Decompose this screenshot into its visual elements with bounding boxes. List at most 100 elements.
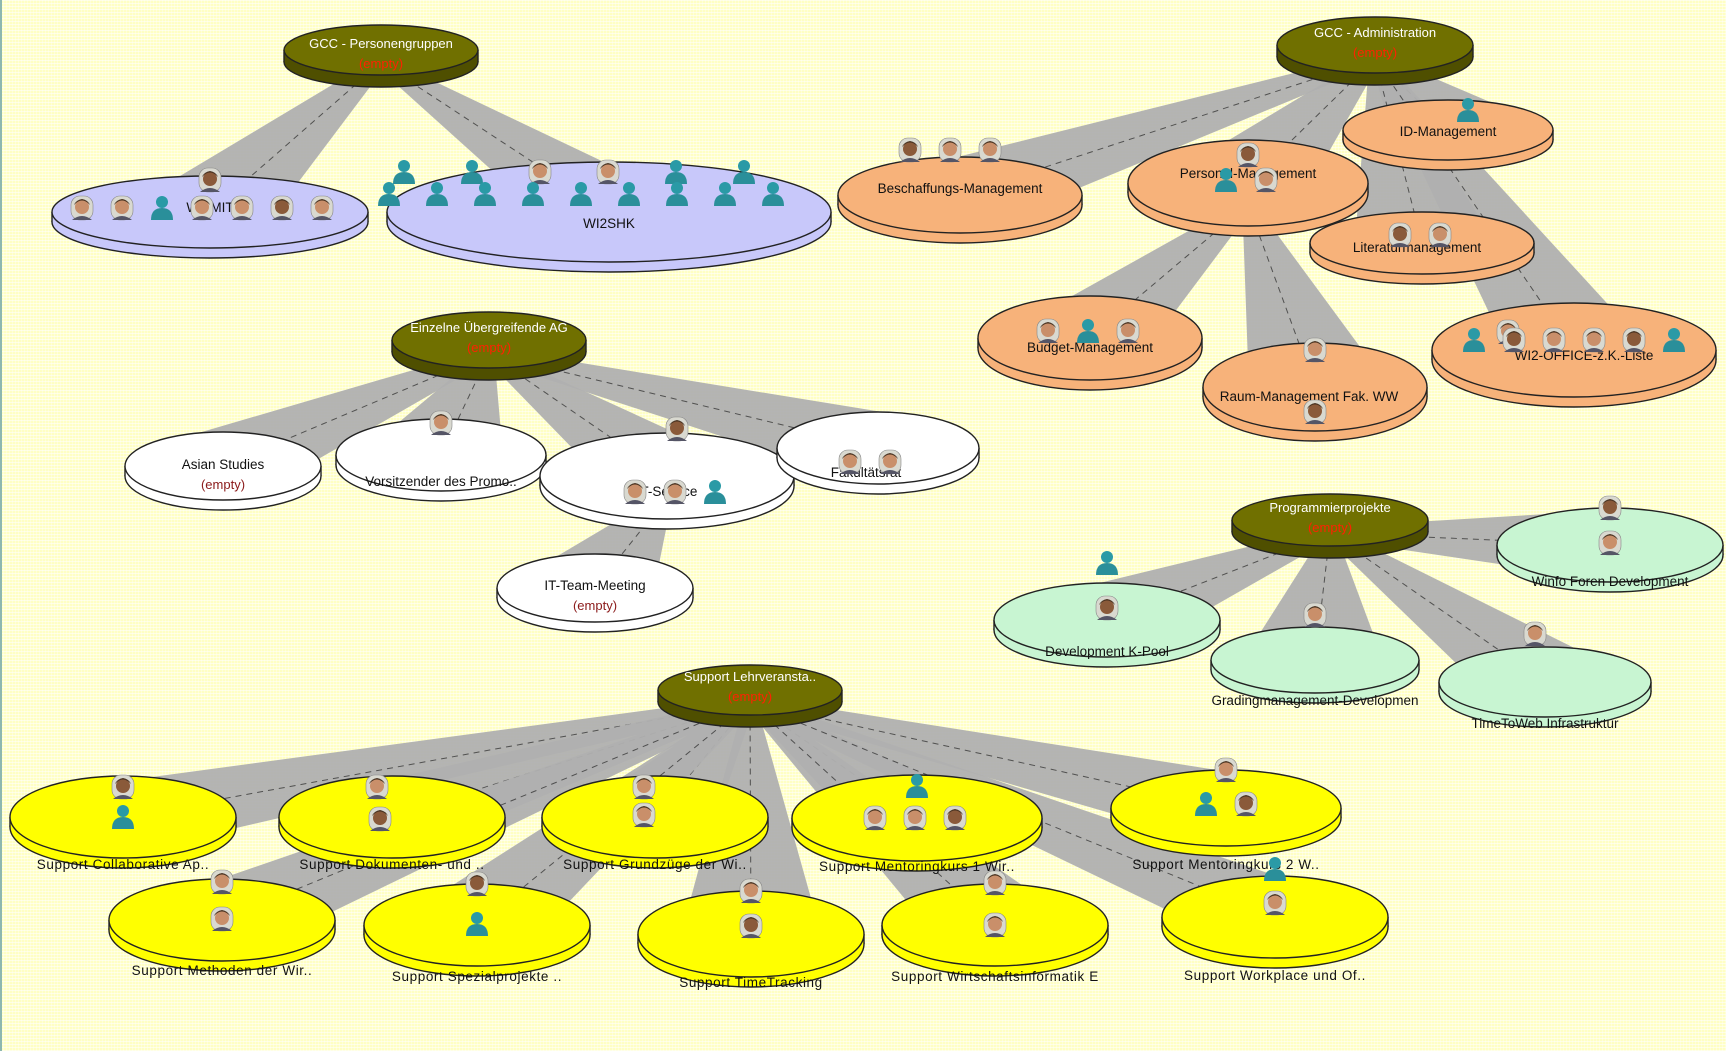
member-avatar-icon[interactable] bbox=[1388, 222, 1412, 248]
node-winfo-foren[interactable]: Winfo Foren Development bbox=[1496, 495, 1724, 593]
member-avatar-icon[interactable] bbox=[1598, 530, 1622, 556]
member-avatar-icon[interactable] bbox=[429, 410, 453, 436]
member-avatar-icon[interactable] bbox=[838, 449, 862, 475]
member-avatar-icon[interactable] bbox=[270, 195, 294, 221]
member-avatar-icon[interactable] bbox=[733, 160, 755, 184]
member-avatar-icon[interactable] bbox=[863, 805, 887, 831]
member-avatar-icon[interactable] bbox=[1215, 168, 1237, 192]
member-avatar-icon[interactable] bbox=[570, 182, 592, 206]
member-avatar-icon[interactable] bbox=[762, 182, 784, 206]
member-avatar-icon[interactable] bbox=[1095, 595, 1119, 621]
member-avatar-icon[interactable] bbox=[1254, 167, 1278, 193]
member-avatar-icon[interactable] bbox=[1036, 318, 1060, 344]
member-avatar-icon[interactable] bbox=[978, 137, 1002, 163]
member-avatar-icon[interactable] bbox=[1116, 318, 1140, 344]
member-avatar-icon[interactable] bbox=[596, 159, 620, 185]
node-programmierprojekte[interactable]: Programmierprojekte(empty) bbox=[1231, 493, 1429, 559]
node-support-collaborative[interactable]: Support Collaborative Ap.. bbox=[9, 774, 237, 872]
node-support-spezialprojekte[interactable]: Support Spezialprojekte .. bbox=[363, 871, 591, 984]
node-gradingmanagement[interactable]: Gradingmanagement-Developmen bbox=[1210, 602, 1420, 708]
node-support-grundzuege[interactable]: Support Grundzüge der Wi.. bbox=[541, 774, 769, 872]
node-support-dokumenten[interactable]: Support Dokumenten- und .. bbox=[278, 774, 506, 872]
member-avatar-icon[interactable] bbox=[1303, 602, 1327, 628]
node-einzelne-ag[interactable]: Einzelne Übergreifende AG(empty) bbox=[391, 311, 587, 381]
member-avatar-icon[interactable] bbox=[878, 449, 902, 475]
member-avatar-icon[interactable] bbox=[368, 806, 392, 832]
member-avatar-icon[interactable] bbox=[663, 479, 687, 505]
node-literaturmanagement[interactable]: Literaturmanagement bbox=[1309, 211, 1535, 285]
member-avatar-icon[interactable] bbox=[632, 802, 656, 828]
member-avatar-icon[interactable] bbox=[461, 160, 483, 184]
member-avatar-icon[interactable] bbox=[110, 195, 134, 221]
member-avatar-icon[interactable] bbox=[111, 774, 135, 800]
node-raum-management[interactable]: Raum-Management Fak. WW bbox=[1202, 337, 1428, 442]
member-avatar-icon[interactable] bbox=[714, 182, 736, 206]
member-avatar-icon[interactable] bbox=[230, 195, 254, 221]
node-support-wirtschaftsinformatik[interactable]: Support Wirtschaftsinformatik E bbox=[881, 870, 1109, 984]
node-wi2shk[interactable]: WI2SHK bbox=[378, 159, 832, 273]
member-avatar-icon[interactable] bbox=[310, 195, 334, 221]
member-avatar-icon[interactable] bbox=[1428, 222, 1452, 248]
member-avatar-icon[interactable] bbox=[1214, 757, 1238, 783]
member-avatar-icon[interactable] bbox=[1598, 495, 1622, 521]
member-avatar-icon[interactable] bbox=[151, 196, 173, 220]
member-avatar-icon[interactable] bbox=[1303, 337, 1327, 363]
member-avatar-icon[interactable] bbox=[210, 869, 234, 895]
member-avatar-icon[interactable] bbox=[426, 182, 448, 206]
member-avatar-icon[interactable] bbox=[666, 182, 688, 206]
member-avatar-icon[interactable] bbox=[1236, 142, 1260, 168]
node-wi2-office[interactable]: WI2-OFFICE-z.K.-Liste bbox=[1431, 302, 1717, 408]
member-avatar-icon[interactable] bbox=[528, 159, 552, 185]
member-avatar-icon[interactable] bbox=[983, 912, 1007, 938]
member-avatar-icon[interactable] bbox=[1264, 857, 1286, 881]
member-avatar-icon[interactable] bbox=[1077, 319, 1099, 343]
member-avatar-icon[interactable] bbox=[1523, 621, 1547, 647]
member-avatar-icon[interactable] bbox=[1582, 327, 1606, 353]
member-avatar-icon[interactable] bbox=[1303, 399, 1327, 425]
node-it-team-meeting[interactable]: IT-Team-Meeting(empty) bbox=[496, 553, 694, 633]
node-budget-management[interactable]: Budget-Management bbox=[977, 295, 1203, 391]
member-avatar-icon[interactable] bbox=[632, 774, 656, 800]
node-support-mentoringkurs-2[interactable]: Support Mentoringkurs 2 W.. bbox=[1110, 757, 1342, 872]
member-avatar-icon[interactable] bbox=[365, 774, 389, 800]
member-avatar-icon[interactable] bbox=[983, 870, 1007, 896]
member-avatar-icon[interactable] bbox=[906, 774, 928, 798]
member-avatar-icon[interactable] bbox=[393, 160, 415, 184]
member-avatar-icon[interactable] bbox=[70, 195, 94, 221]
member-avatar-icon[interactable] bbox=[465, 871, 489, 897]
member-avatar-icon[interactable] bbox=[210, 906, 234, 932]
member-avatar-icon[interactable] bbox=[112, 805, 134, 829]
member-avatar-icon[interactable] bbox=[903, 805, 927, 831]
node-support-methoden[interactable]: Support Methoden der Wir.. bbox=[108, 869, 336, 978]
node-support-timetracking[interactable]: Support TimeTracking bbox=[637, 878, 865, 990]
node-gcc-administration[interactable]: GCC - Administration(empty) bbox=[1276, 16, 1474, 86]
member-avatar-icon[interactable] bbox=[522, 182, 544, 206]
member-avatar-icon[interactable] bbox=[704, 480, 726, 504]
member-avatar-icon[interactable] bbox=[198, 167, 222, 193]
member-avatar-icon[interactable] bbox=[898, 137, 922, 163]
member-avatar-icon[interactable] bbox=[665, 160, 687, 184]
member-avatar-icon[interactable] bbox=[1234, 791, 1258, 817]
node-it-service[interactable]: IT-Service bbox=[539, 416, 795, 530]
node-timetoweb[interactable]: TimeToWeb Infrastruktur bbox=[1438, 621, 1652, 731]
member-avatar-icon[interactable] bbox=[623, 479, 647, 505]
node-wi2mit[interactable]: WI2MIT bbox=[51, 167, 369, 259]
node-id-management[interactable]: ID-Management bbox=[1342, 98, 1554, 171]
node-support-workplace[interactable]: Support Workplace und Of.. bbox=[1161, 857, 1389, 983]
member-avatar-icon[interactable] bbox=[618, 182, 640, 206]
node-asian-studies[interactable]: Asian Studies(empty) bbox=[124, 431, 322, 511]
member-avatar-icon[interactable] bbox=[739, 878, 763, 904]
member-avatar-icon[interactable] bbox=[1622, 327, 1646, 353]
member-avatar-icon[interactable] bbox=[739, 913, 763, 939]
member-avatar-icon[interactable] bbox=[1263, 890, 1287, 916]
member-avatar-icon[interactable] bbox=[943, 805, 967, 831]
member-avatar-icon[interactable] bbox=[1096, 551, 1118, 575]
member-avatar-icon[interactable] bbox=[938, 137, 962, 163]
node-support-mentoringkurs-1[interactable]: Support Mentoringkurs 1 Wir.. bbox=[791, 774, 1043, 874]
member-avatar-icon[interactable] bbox=[378, 182, 400, 206]
member-avatar-icon[interactable] bbox=[474, 182, 496, 206]
member-avatar-icon[interactable] bbox=[1457, 98, 1479, 122]
node-beschaffungs-management[interactable]: Beschaffungs-Management bbox=[837, 137, 1083, 244]
node-development-k-pool[interactable]: Development K-Pool bbox=[993, 551, 1221, 668]
member-avatar-icon[interactable] bbox=[1463, 328, 1485, 352]
